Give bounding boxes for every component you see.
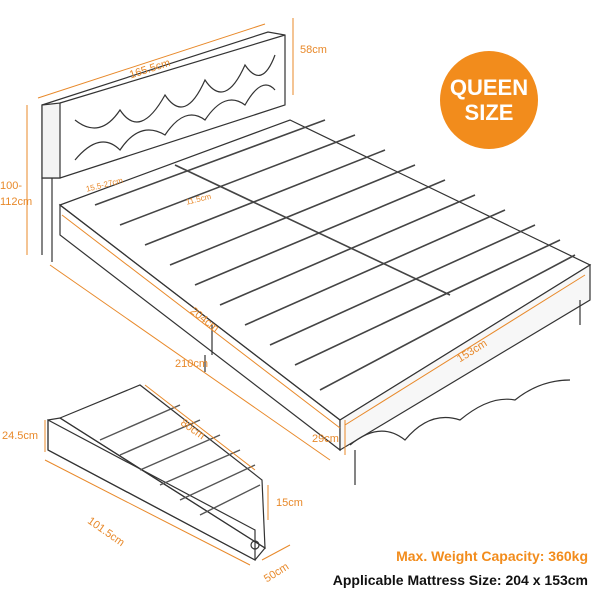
bed-frame xyxy=(58,119,592,485)
slats xyxy=(94,119,576,391)
dimension-lines xyxy=(26,18,586,566)
total-length-label: 210cm xyxy=(175,358,209,370)
drawer xyxy=(47,384,266,561)
queen-size-badge: QUEEN SIZE xyxy=(440,51,538,149)
mattress-size-text: Applicable Mattress Size: 204 x 153cm xyxy=(332,572,588,588)
headboard xyxy=(41,31,286,262)
max-weight-text: Max. Weight Capacity: 360kg xyxy=(396,548,588,564)
drawer-inner-height-label: 15cm xyxy=(276,497,303,509)
total-height-label: 100-112cm xyxy=(0,180,33,208)
badge-line1: QUEEN xyxy=(449,75,529,100)
headboard-height-label: 58cm xyxy=(300,44,327,56)
drawer-height-label: 24.5cm xyxy=(2,430,39,442)
frame-height-label: 29cm xyxy=(312,433,339,445)
badge-line2: SIZE xyxy=(464,100,514,125)
